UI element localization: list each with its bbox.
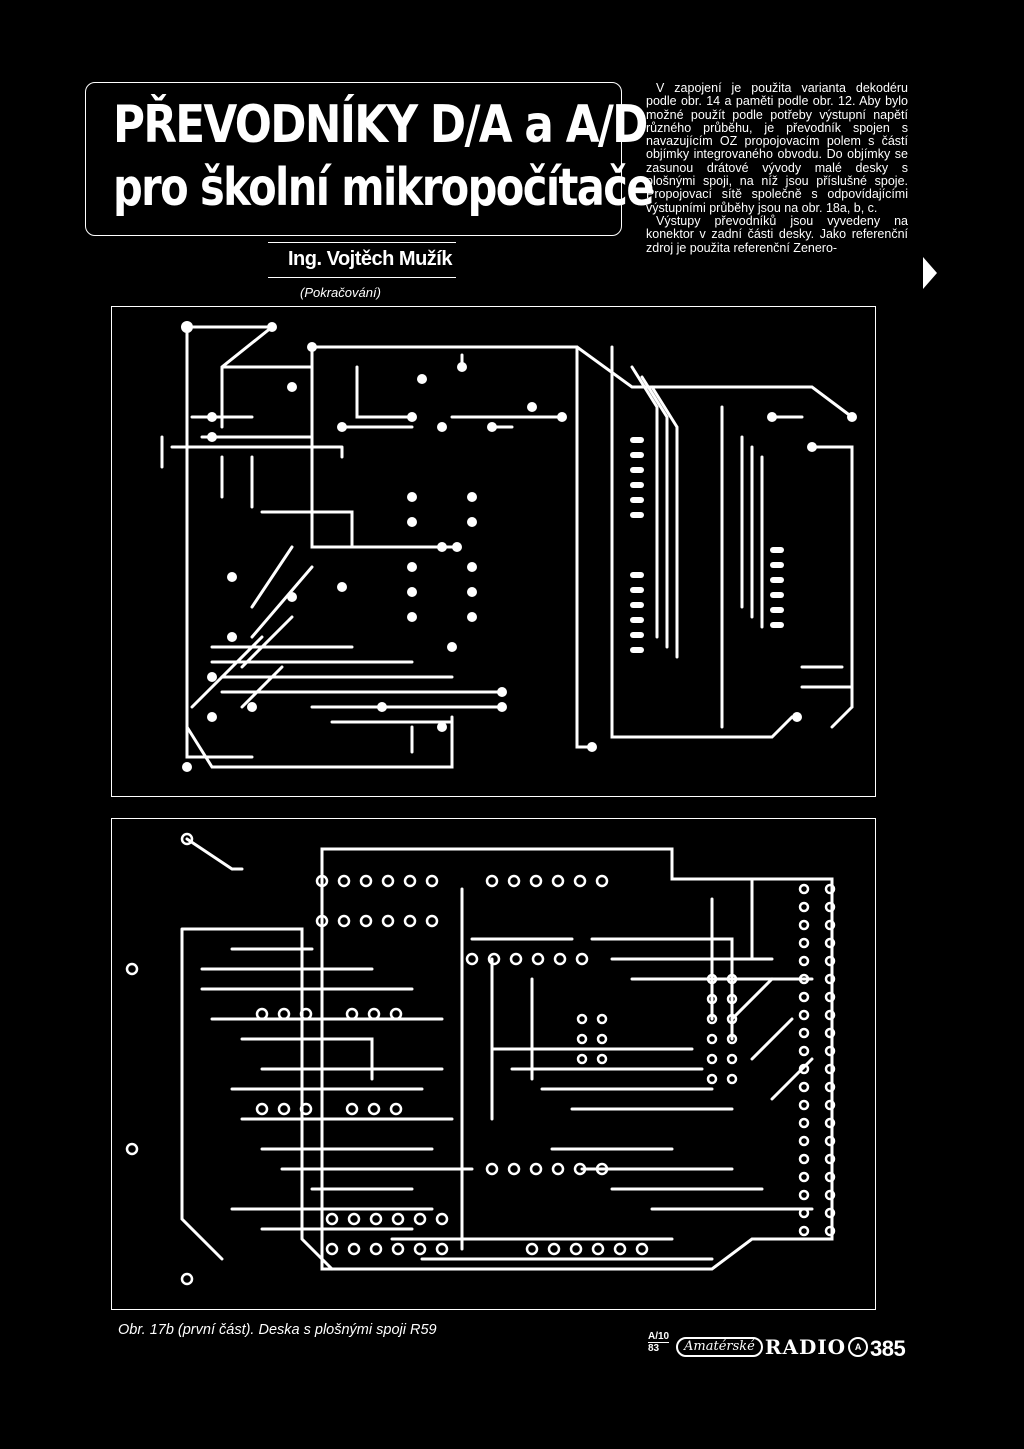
article-title-line1: PŘEVODNÍKY D/A a A/D [113, 95, 648, 155]
article-body: V zapojení je použita varianta dekodéru … [646, 81, 908, 255]
author-rule-bottom [268, 277, 456, 278]
body-paragraph-1: V zapojení je použita varianta dekodéru … [646, 81, 908, 215]
issue-number: A/10 83 [648, 1331, 670, 1354]
article-continuation: (Pokračování) [300, 285, 381, 300]
continue-arrow-icon [923, 257, 937, 289]
article-title-line2: pro školní mikropočítače [113, 158, 655, 218]
pcb-top-drawing [160, 321, 857, 772]
issue-number-top: A/10 [648, 1331, 670, 1343]
magazine-logo-name: RADIO [764, 1335, 847, 1359]
pcb-layout-bottom [111, 818, 876, 1310]
magazine-logo-script: Amatérské [676, 1337, 763, 1357]
pcb-layout-top [111, 306, 876, 797]
logo-emblem-icon: A [848, 1337, 869, 1357]
pcb-bottom-drawing [125, 832, 836, 1286]
author-rule-top [268, 242, 456, 243]
title-frame [85, 82, 622, 236]
page-number: 385 [870, 1336, 906, 1361]
magazine-logo: Amatérské RADIO A [676, 1335, 869, 1359]
issue-number-bottom: 83 [648, 1343, 660, 1354]
figure-caption: Obr. 17b (první část). Deska s plošnými … [118, 1322, 437, 1338]
article-author: Ing. Vojtěch Mužík [288, 248, 452, 270]
body-paragraph-2: Výstupy převodníků jsou vyvedeny na kone… [646, 213, 908, 255]
